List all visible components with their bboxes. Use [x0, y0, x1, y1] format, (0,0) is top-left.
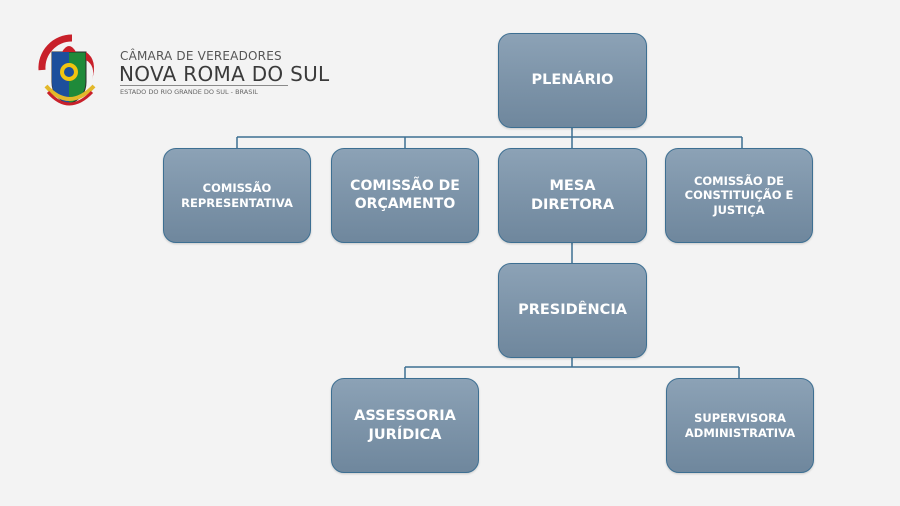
node-presidencia-label: PRESIDÊNCIA — [518, 302, 627, 319]
node-mesa-diretora: MESA DIRETORA — [498, 148, 647, 243]
node-supervisora-administrativa: SUPERVISORA ADMINISTRATIVA — [666, 378, 814, 473]
node-assessoria-juridica-label: ASSESSORIA JURÍDICA — [354, 408, 456, 443]
org-name-line1: CÂMARA DE VEREADORES — [120, 49, 282, 63]
node-comissao-constituicao: COMISSÃO DE CONSTITUIÇÃO E JUSTIÇA — [665, 148, 813, 243]
org-name-line3: ESTADO DO RIO GRANDE DO SUL - BRASIL — [120, 88, 258, 96]
chamber-logo: CÂMARA DE VEREADORES NOVA ROMA DO SUL ES… — [34, 30, 329, 110]
node-comissao-constituicao-label: COMISSÃO DE CONSTITUIÇÃO E JUSTIÇA — [684, 173, 794, 217]
org-name-line2: NOVA ROMA DO SUL — [119, 62, 330, 86]
node-comissao-orcamento-label: COMISSÃO DE ORÇAMENTO — [350, 178, 460, 212]
municipal-crest-icon — [38, 34, 96, 106]
node-comissao-representativa: COMISSÃO REPRESENTATIVA — [163, 148, 311, 243]
node-comissao-orcamento: COMISSÃO DE ORÇAMENTO — [331, 148, 479, 243]
org-divider — [120, 85, 288, 86]
node-plenario: PLENÁRIO — [498, 33, 647, 128]
node-plenario-label: PLENÁRIO — [531, 72, 614, 89]
node-supervisora-administrativa-label: SUPERVISORA ADMINISTRATIVA — [684, 411, 796, 440]
node-assessoria-juridica: ASSESSORIA JURÍDICA — [331, 378, 479, 473]
node-comissao-representativa-label: COMISSÃO REPRESENTATIVA — [181, 181, 293, 210]
node-presidencia: PRESIDÊNCIA — [498, 263, 647, 358]
node-mesa-diretora-label: MESA DIRETORA — [530, 178, 615, 213]
